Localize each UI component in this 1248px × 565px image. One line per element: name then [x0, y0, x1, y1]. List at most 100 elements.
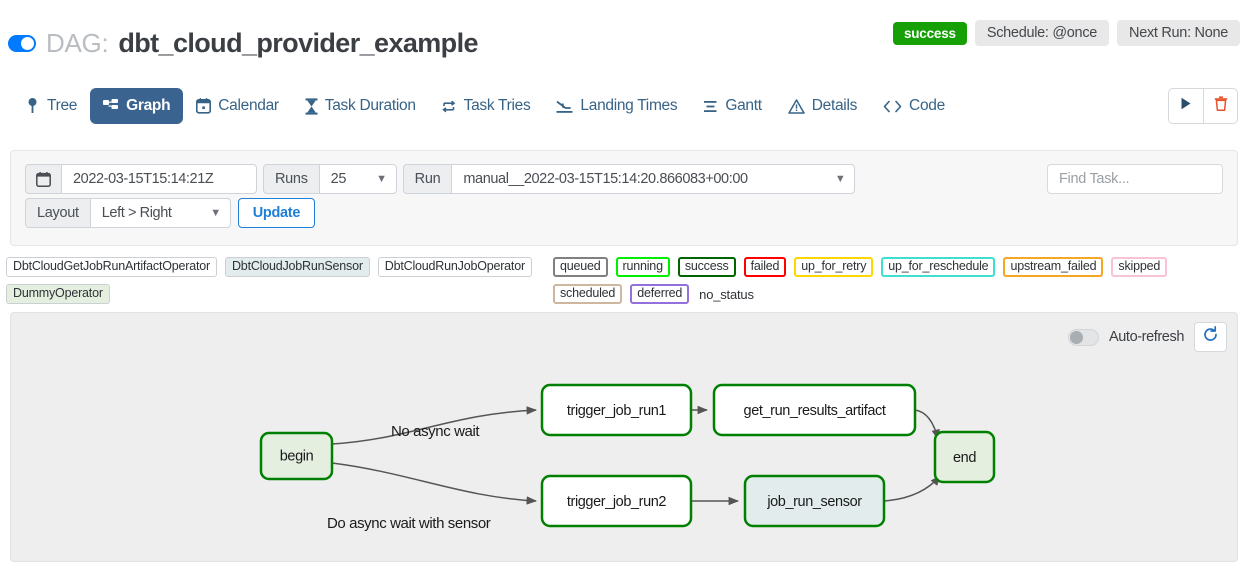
execution-date-group: 2022-03-15T15:14:21Z — [25, 164, 257, 194]
trigger-dag-button[interactable] — [1169, 89, 1203, 123]
execution-date-input[interactable]: 2022-03-15T15:14:21Z — [61, 164, 257, 194]
legend-state-chip-scheduled[interactable]: scheduled — [553, 284, 623, 304]
edge-label: No async wait — [391, 423, 480, 440]
header-badges: success Schedule: @once Next Run: None — [892, 20, 1240, 46]
tree-icon — [25, 98, 40, 114]
state-legend: queued running success failed up_for_ret… — [547, 257, 1247, 304]
retry-icon — [441, 99, 457, 114]
details-icon — [788, 98, 805, 114]
legend-state-chip-up-for-retry[interactable]: up_for_retry — [794, 257, 874, 277]
runs-label: Runs — [263, 164, 319, 194]
filter-row-layout: Layout Left > Right ▼ Update — [25, 198, 316, 228]
legend-state-no-status: no_status — [699, 286, 754, 302]
update-button[interactable]: Update — [237, 198, 316, 228]
node-label: trigger_job_run2 — [567, 494, 667, 510]
graph-edge-labels: No async wait Do async wait with sensor — [327, 423, 491, 532]
play-icon — [1180, 97, 1192, 115]
legend-state-chip-deferred[interactable]: deferred — [630, 284, 690, 304]
dag-graph-panel[interactable]: Auto-refresh — [10, 312, 1238, 562]
legend-state-chip-up-for-reschedule[interactable]: up_for_reschedule — [881, 257, 996, 277]
auto-refresh-toggle[interactable] — [1068, 328, 1099, 346]
gantt-icon — [703, 99, 718, 114]
tab-calendar[interactable]: Calendar — [183, 88, 292, 124]
tab-label: Code — [909, 97, 945, 114]
layout-group: Layout Left > Right ▼ — [25, 198, 231, 228]
graph-node-begin[interactable]: begin — [259, 431, 334, 481]
tab-details[interactable]: Details — [775, 88, 870, 124]
filter-row-primary: 2022-03-15T15:14:21Z Runs 25 ▼ Run manua… — [25, 164, 856, 194]
run-label: Run — [402, 164, 452, 194]
edge-begin-trigger2 — [331, 462, 538, 505]
chevron-down-icon: ▼ — [834, 172, 846, 185]
legend-operator-chip[interactable]: DbtCloudRunJobOperator — [377, 257, 532, 277]
next-run-badge: Next Run: None — [1117, 20, 1240, 46]
find-task-input[interactable]: Find Task... — [1047, 164, 1223, 194]
dag-graph-canvas[interactable]: begin trigger_job_run1 get_run_results_a… — [11, 313, 1237, 561]
run-select[interactable]: manual__2022-03-15T15:14:20.866083+00:00… — [451, 164, 856, 194]
chevron-down-icon: ▼ — [376, 172, 387, 185]
page-title: dbt_cloud_provider_example — [118, 28, 478, 58]
schedule-badge[interactable]: Schedule: @once — [974, 20, 1110, 46]
node-label: trigger_job_run1 — [567, 403, 667, 419]
legend-operator-chip[interactable]: DbtCloudGetJobRunArtifactOperator — [6, 257, 217, 277]
runs-select[interactable]: 25 ▼ — [318, 164, 397, 194]
edge-begin-trigger1 — [331, 406, 538, 445]
legend-state-chip-skipped[interactable]: skipped — [1111, 257, 1168, 277]
legend-state-chip-failed[interactable]: failed — [743, 257, 787, 277]
chevron-down-icon: ▼ — [210, 206, 221, 219]
tab-label: Task Duration — [324, 97, 416, 114]
graph-node-trigger-job-run2[interactable]: trigger_job_run2 — [540, 474, 693, 528]
runs-group: Runs 25 ▼ — [263, 164, 397, 194]
calendar-icon — [196, 98, 212, 114]
legend-state-chip-queued[interactable]: queued — [553, 257, 608, 277]
node-label: end — [953, 450, 976, 466]
tab-label: Details — [811, 97, 858, 114]
tab-landing-times[interactable]: Landing Times — [543, 88, 690, 124]
graph-node-trigger-job-run1[interactable]: trigger_job_run1 — [540, 383, 693, 437]
edge-sensor-end — [883, 475, 941, 502]
landing-icon — [556, 99, 573, 114]
legend-operator-chip[interactable]: DbtCloudJobRunSensor — [224, 257, 370, 277]
operator-legend: DbtCloudGetJobRunArtifactOperator DbtClo… — [0, 257, 540, 304]
page-header: DAG: dbt_cloud_provider_example success … — [0, 0, 1248, 72]
graph-node-end[interactable]: end — [933, 430, 996, 484]
tab-label: Tree — [47, 97, 78, 114]
layout-select-value: Left > Right — [101, 205, 172, 221]
tab-label: Graph — [126, 97, 171, 114]
refresh-icon — [1202, 326, 1219, 348]
hourglass-icon — [305, 97, 318, 115]
graph-nodes: begin trigger_job_run1 get_run_results_a… — [259, 383, 996, 528]
dag-prefix-label: DAG: — [46, 28, 109, 58]
status-badge: success — [892, 21, 967, 45]
code-icon — [883, 100, 902, 113]
dag-title: DAG: dbt_cloud_provider_example — [8, 28, 478, 59]
tab-task-tries[interactable]: Task Tries — [429, 88, 544, 124]
legend-operator-chip[interactable]: DummyOperator — [6, 284, 110, 304]
legend-state-chip-success[interactable]: success — [677, 257, 736, 277]
refresh-button[interactable] — [1194, 322, 1227, 352]
dag-pause-toggle[interactable] — [8, 35, 36, 52]
tab-gantt[interactable]: Gantt — [690, 88, 774, 124]
delete-dag-button[interactable] — [1203, 89, 1237, 123]
layout-label: Layout — [25, 198, 90, 228]
graph-node-job-run-sensor[interactable]: job_run_sensor — [743, 474, 886, 528]
node-label: get_run_results_artifact — [744, 403, 886, 419]
graph-icon — [103, 98, 119, 114]
tab-tree[interactable]: Tree — [12, 88, 90, 124]
tab-graph[interactable]: Graph — [90, 88, 184, 124]
legend-state-chip-running[interactable]: running — [615, 257, 670, 277]
node-label: begin — [280, 449, 314, 465]
graph-toolbar: Auto-refresh — [1068, 322, 1227, 352]
node-label: job_run_sensor — [766, 494, 862, 510]
layout-select[interactable]: Left > Right ▼ — [89, 198, 231, 228]
tab-label: Gantt — [725, 97, 762, 114]
tab-code[interactable]: Code — [870, 88, 958, 124]
legend-state-chip-upstream-failed[interactable]: upstream_failed — [1003, 257, 1104, 277]
tab-task-duration[interactable]: Task Duration — [292, 88, 429, 124]
dag-action-buttons — [1168, 88, 1238, 124]
calendar-icon[interactable] — [25, 164, 61, 194]
tab-label: Landing Times — [580, 97, 678, 114]
graph-node-get-run-results-artifact[interactable]: get_run_results_artifact — [712, 383, 917, 437]
run-group: Run manual__2022-03-15T15:14:20.866083+0… — [402, 164, 856, 194]
view-tabs: Tree Graph Calendar Task Duration Task T — [0, 82, 1248, 130]
